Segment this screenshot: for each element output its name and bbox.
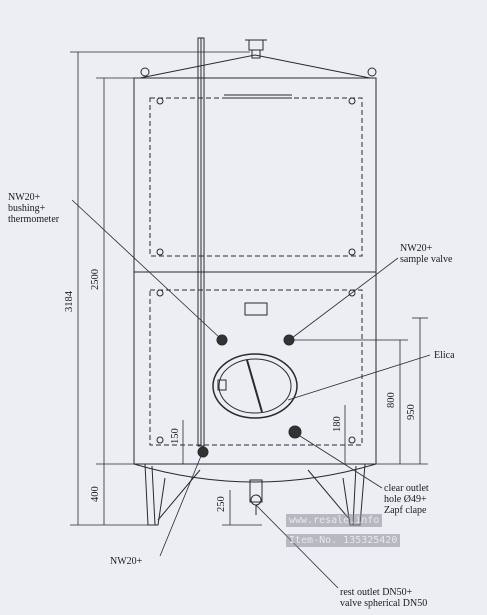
- callout-clear-outlet-line2: hole Ø49+: [384, 494, 427, 505]
- callout-sample-line1: NW20+: [400, 243, 433, 254]
- clear-outlet: [288, 425, 302, 439]
- lower-cooling-jacket: [149, 289, 363, 446]
- leg-left: [144, 463, 166, 526]
- dimension-lower-valve: 150: [170, 428, 181, 444]
- dimension-bottom-clearance: 250: [216, 496, 227, 512]
- callout-thermometer: NW20+ bushing+ thermometer: [8, 192, 59, 225]
- dimension-total-height: 3184: [64, 291, 75, 312]
- dimension-outlet-height: 180: [332, 416, 343, 432]
- callout-rest-outlet-line1: rest outlet DN50+: [340, 587, 413, 598]
- sight-box: [244, 302, 268, 316]
- callout-thermometer-line1: NW20+: [8, 192, 41, 203]
- watermark-site: www.resale.info: [286, 514, 383, 527]
- callout-sample-valve: NW20+ sample valve: [400, 243, 452, 265]
- callout-thermometer-line3: thermometer: [8, 214, 60, 225]
- watermark-item: Item-No. 135325420: [286, 534, 401, 547]
- callout-thermometer-line2: bushing+: [8, 203, 46, 214]
- callout-elica: Elica: [434, 350, 455, 361]
- dimension-sample-valve-height: 950: [406, 404, 417, 420]
- callout-clear-outlet-line3: Zapf clape: [384, 505, 427, 516]
- callout-rest-outlet-line2: valve spherical DN50: [340, 598, 428, 609]
- elica-manway: [212, 353, 298, 419]
- callout-clear-outlet: clear outlet hole Ø49+ Zapf clape: [384, 483, 429, 516]
- lifting-lug-right: [367, 67, 377, 77]
- dimension-elica-height: 800: [386, 392, 397, 408]
- dimension-leg-height: 400: [90, 486, 101, 502]
- lifting-lug-left: [140, 67, 150, 77]
- tank-body: [133, 77, 377, 465]
- callout-sample-line2: sample valve: [400, 254, 453, 265]
- top-fitting: [248, 39, 264, 51]
- rest-outlet-valve: [249, 479, 263, 503]
- upper-cooling-jacket: [149, 97, 363, 257]
- tank-roof: [139, 54, 371, 79]
- callout-clear-outlet-line1: clear outlet: [384, 483, 429, 494]
- dimension-upper-section: 2500: [90, 269, 101, 290]
- tank-bottom-cone: [133, 463, 377, 483]
- callout-rest-outlet: rest outlet DN50+ valve spherical DN50: [340, 587, 427, 609]
- callout-nw20-bottom: NW20+: [110, 556, 143, 567]
